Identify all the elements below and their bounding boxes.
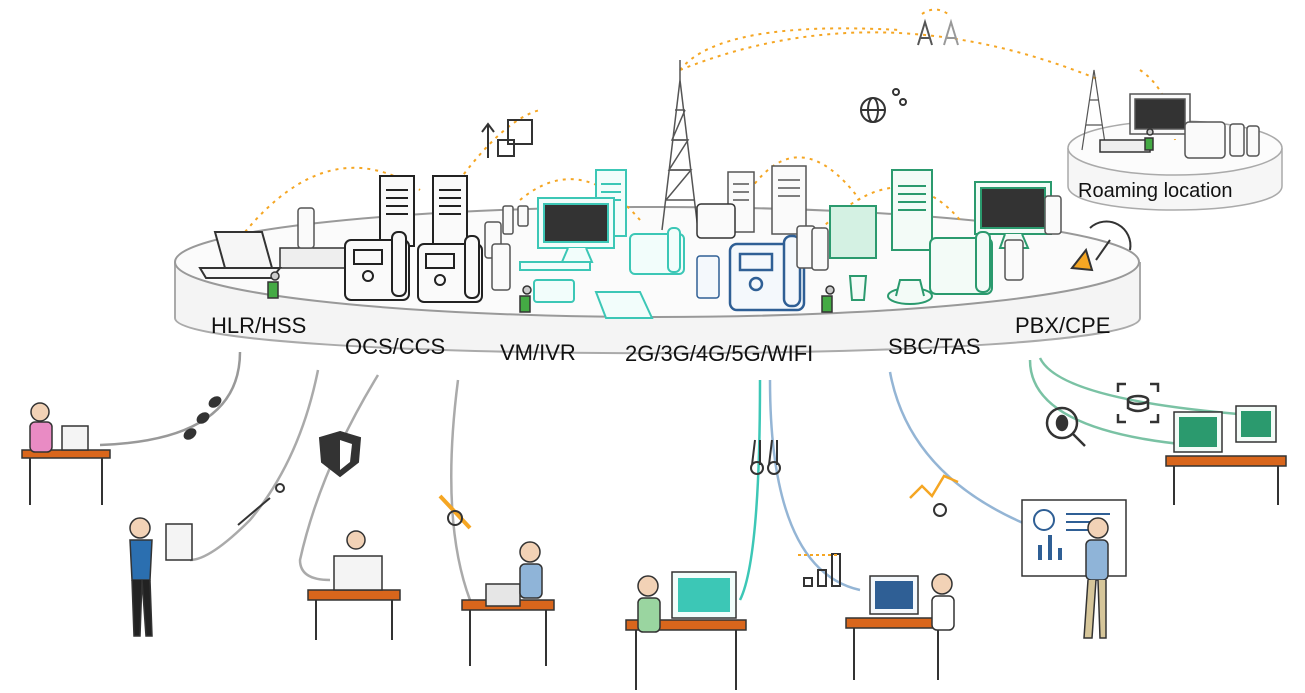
signal-bars-icon [798,553,841,587]
monitor [974,181,1052,249]
server-rack [891,169,933,251]
mobile-phones [297,123,1260,291]
desk-phone [696,203,736,239]
antenna-icons [917,18,959,46]
user-laptop-4 [461,541,555,666]
user-workstation-3 [307,530,401,640]
tablets [198,205,877,319]
bin-icon [848,275,868,301]
trend-chart-icon [909,474,959,517]
bug-search-icon [1045,406,1086,447]
scan-database-icon [1116,382,1160,424]
desk-phone [417,235,483,303]
desk-phone [344,231,410,301]
agent-figure [1144,128,1154,151]
tablet [594,291,654,319]
conference-phone [887,279,933,305]
tablet [829,205,877,259]
voicemail-box [533,279,575,303]
rabbit-pencil-icon [438,494,472,530]
rack-unit [279,139,1151,269]
desk-phones [344,121,1226,312]
agent-figure [519,285,532,313]
shield-icon [318,430,362,478]
user-workstation-6 [845,573,955,680]
label-vm-ivr: VM/IVR [500,340,576,365]
desk-phone [728,234,806,312]
footsteps-icon [183,396,222,440]
server-racks [279,139,1151,269]
desk-phone [929,231,993,295]
rabbits-icon [750,439,781,475]
server-rack [771,165,807,235]
user-tablet-2 [129,517,193,637]
desk-phone [1184,121,1226,159]
user-workstation-8 [1165,405,1287,505]
desk-phone [629,227,685,275]
agent-figure [267,271,280,299]
label-hlr-hss: HLR/HSS [211,313,306,338]
scale-up-icon [481,119,533,158]
monitor [519,197,615,271]
touch-cursor-icon [237,483,285,526]
server-rack [432,175,468,247]
label-radio-access: 2G/3G/4G/5G/WIFI [625,341,813,366]
label-sbc-tas: SBC/TAS [888,334,981,359]
roaming-platform [1067,120,1283,211]
user-workstation-1 [21,402,111,505]
label-ocs-ccs: OCS/CCS [345,334,445,359]
monitors [519,93,1191,271]
roaming-tower [1081,69,1107,151]
monitor [1129,93,1191,135]
platform-props [533,220,1132,305]
satellite-dish-icon [1070,220,1132,272]
globe-icon [860,88,907,123]
label-pbx-cpe: PBX/CPE [1015,313,1110,338]
radio-tower [661,60,699,231]
agent-figures [267,128,1154,313]
agent-figure [821,285,835,313]
mobile-phones-blue [696,255,720,299]
user-whiteboard-7 [1021,499,1127,639]
user-workstation-5 [625,571,747,690]
label-roaming-location: Roaming location [1078,180,1233,202]
